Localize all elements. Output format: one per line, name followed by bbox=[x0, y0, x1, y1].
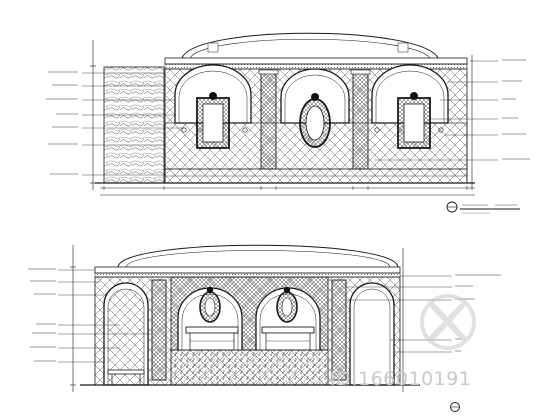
bottom-elevation bbox=[58, 244, 452, 392]
top-elevation-annotations bbox=[46, 59, 530, 175]
watermark-id-text: ID:166010191 bbox=[330, 368, 472, 390]
bottom-elevation-annotations bbox=[28, 268, 501, 362]
top-title-block bbox=[446, 201, 520, 214]
top-elevation bbox=[82, 32, 498, 196]
watermark-logo bbox=[420, 294, 476, 350]
bottom-title-marker bbox=[450, 402, 460, 412]
